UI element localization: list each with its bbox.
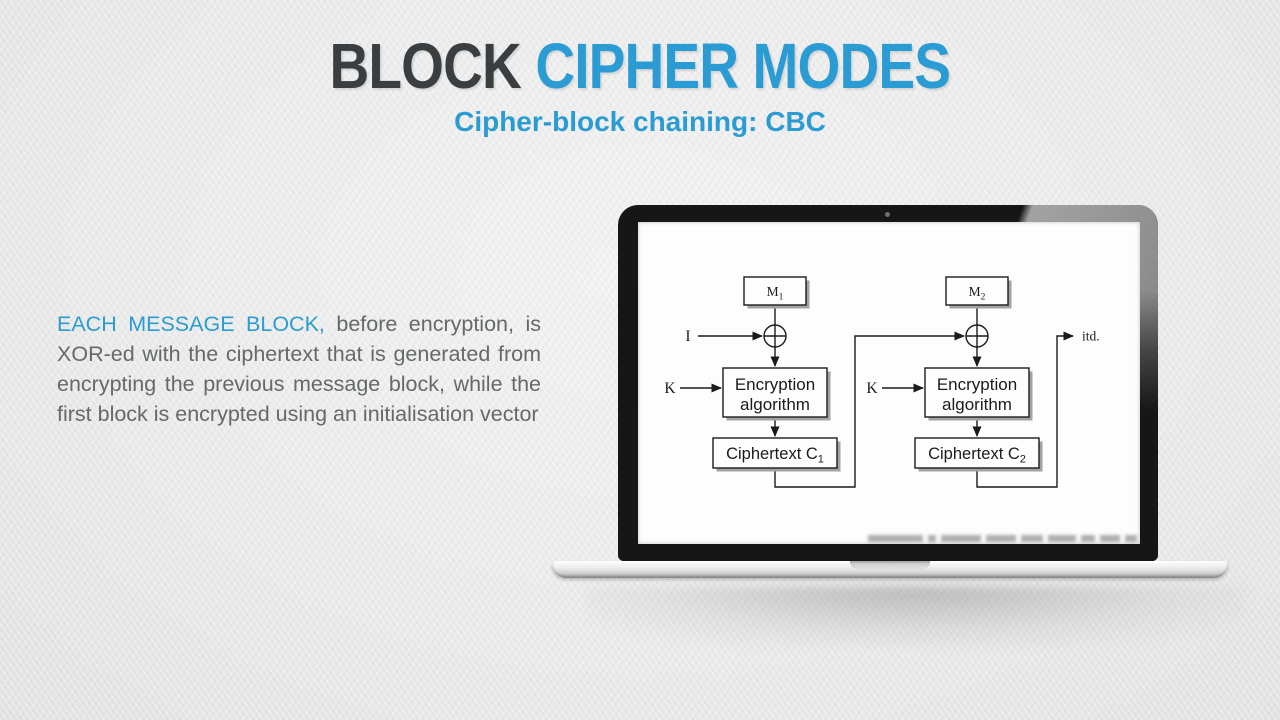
box-shadows — [716, 280, 1043, 472]
enc2-label-line2: algorithm — [942, 395, 1012, 414]
m2-label: M2 — [969, 284, 986, 303]
enc1-box — [722, 367, 828, 418]
page-title-text: BLOCK CIPHER MODES — [330, 34, 951, 98]
ct1-label: Ciphertext C1 — [726, 445, 824, 466]
webcam-icon — [885, 212, 890, 217]
blurred-watermark — [868, 534, 1140, 542]
ct2-box — [914, 437, 1040, 469]
xor1-icon — [763, 324, 787, 348]
m1-label: M1 — [767, 284, 784, 303]
cbc-diagram: M1 I K Encryption algorithm Ciphertext C… — [664, 276, 1100, 488]
diagram-labels: M1 I K Encryption algorithm Ciphertext C… — [664, 284, 1099, 466]
page-title: BLOCK CIPHER MODES — [0, 34, 1280, 98]
laptop-screen: M1 I K Encryption algorithm Ciphertext C… — [638, 222, 1140, 544]
slide-subtitle: Cipher-block chaining: CBC — [454, 106, 826, 137]
xor2-plus-icon — [966, 325, 988, 347]
xor2-icon — [965, 324, 989, 348]
xor1-plus-icon — [764, 325, 786, 347]
continuation-label: itd. — [1082, 329, 1100, 344]
ct1-feedback-path — [774, 331, 965, 488]
ct2-label: Ciphertext C2 — [928, 445, 1026, 466]
m2-box — [945, 276, 1009, 306]
diagram-boxes — [712, 276, 1040, 469]
enc2-label-line1: Encryption — [937, 375, 1017, 394]
diagram-connectors — [680, 305, 1074, 488]
m1-box — [743, 276, 807, 306]
laptop-lid-highlight — [618, 205, 1158, 561]
ct1-box — [712, 437, 838, 469]
xor-nodes — [763, 324, 989, 348]
body-paragraph: EACH MESSAGE BLOCK, before encryption, i… — [57, 309, 541, 429]
iv-label: I — [685, 328, 690, 345]
enc1-label-line1: Encryption — [735, 375, 815, 394]
title-prefix: BLOCK — [329, 30, 536, 102]
key2-label: K — [866, 380, 878, 397]
laptop-reflection — [585, 586, 1245, 646]
key1-label: K — [664, 380, 676, 397]
title-accent: CIPHER MODES — [535, 30, 952, 102]
enc2-box — [924, 367, 1030, 418]
laptop-lid: M1 I K Encryption algorithm Ciphertext C… — [618, 205, 1158, 561]
laptop-base-notch — [850, 561, 930, 569]
body-rest-text: before encryption, is XOR-ed with the ci… — [57, 312, 541, 426]
enc1-label-line2: algorithm — [740, 395, 810, 414]
laptop-base — [552, 561, 1228, 578]
body-lead-phrase: EACH MESSAGE BLOCK, — [57, 312, 325, 336]
ct2-feedback-path — [976, 331, 1074, 488]
